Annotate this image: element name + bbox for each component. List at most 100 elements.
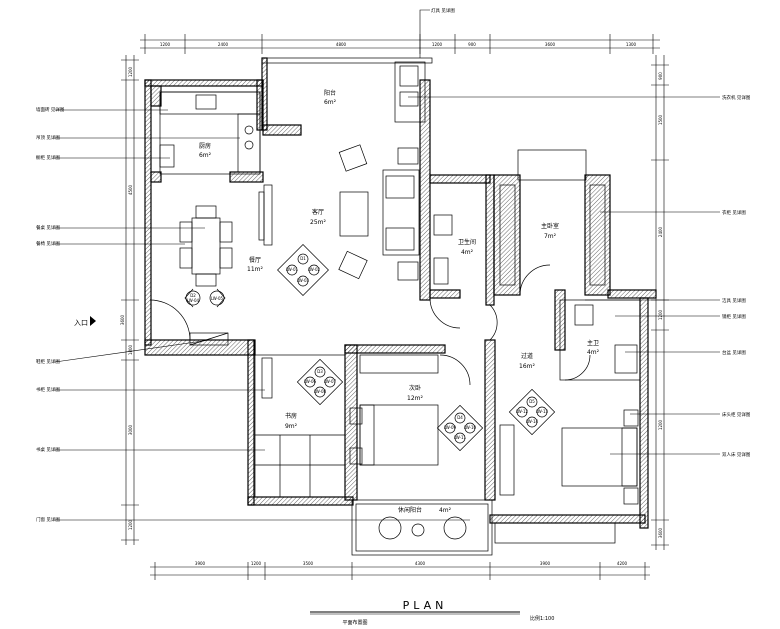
elevation-tag-3: D3 LW-06 LW-07 LW-08 [296,358,344,406]
room-area-balcony-top: 6m² [324,99,337,106]
room-labels: 厨房 6m² 阳台 6m² 客厅 25m² 餐厅 11m² 卫生间 4m² 主卧… [199,89,600,514]
tag4-label-3: LW-11 [454,435,467,440]
callout-right-2: 衣柜 见详图 [722,209,746,216]
room-area-master: 7m² [544,233,557,240]
interior-lines [149,61,641,540]
callout-right-3: 洁具 见详图 [722,297,746,304]
dim-bottom-3: 3500 [303,561,314,566]
dimension-top: 1200 2400 4800 1200 900 3600 1300 [140,34,660,54]
dim-left-4: 1800 [128,344,133,355]
callout-left-4: 餐桌 见详图 [36,224,60,231]
room-name-bed2: 次卧 [409,384,421,392]
dim-top-1: 1200 [160,42,171,47]
dim-left-3: 3600 [120,314,125,325]
dim-right-3: 2400 [658,226,663,237]
callouts-right: 洗衣机 见详图 衣柜 见详图 洁具 见详图 镜柜 见详图 台盆 见详图 床头柜 … [408,94,751,458]
dim-bottom-6: 4200 [617,561,628,566]
callout-left-7: 书柜 见详图 [36,386,60,393]
tag3-label-3: LW-08 [314,389,327,394]
tag1-label-3: LW-03 [297,278,310,283]
room-area-bath2: 4m² [587,349,600,356]
dimension-right: 900 1500 2400 1200 1200 3600 [651,55,669,550]
callout-left-5: 餐椅 见详图 [36,240,60,247]
plan-title: PLAN [403,599,448,612]
dim-top-7: 1300 [626,42,637,47]
room-area-living: 25m² [310,219,326,226]
callout-right-7: 双人床 见详图 [722,451,751,458]
dim-bottom-4: 4300 [415,561,426,566]
dim-bottom-2: 1200 [251,561,262,566]
plan-title-block: PLAN 平面布置图 比例1:100 [310,599,554,626]
callout-top: 灯具 见详图 [419,7,455,58]
entry-marker: 入口 [74,316,96,327]
dim-right-2: 1500 [658,114,663,125]
elevation-tags: D1 LW-01 LW-02 LW-03 D2 LW-04 LW-05 D3 L… [184,244,556,452]
plan-scale: 比例1:100 [530,615,554,622]
callout-left-1: 墙面砖 见详图 [36,106,65,113]
room-name-bath2: 主卫 [587,339,599,347]
tag3-label-2: LW-07 [324,379,337,384]
elevation-tag-4: D4 LW-09 LW-10 LW-11 [436,404,484,452]
callout-right-5: 台盆 见详图 [722,349,746,356]
tag4-label-2: LW-10 [464,425,477,430]
elevation-tag-5: D5 LW-12 LW-13 LW-14 [508,388,556,436]
tag1-label-2: LW-02 [308,267,321,272]
dim-right-4: 1200 [658,309,663,320]
walls [144,57,657,556]
dim-top-5: 900 [468,42,476,47]
tag4-label-0: D4 [457,415,463,420]
dim-left-6: 1200 [128,519,133,530]
room-name-living: 客厅 [312,208,324,216]
dim-bottom-5: 3900 [540,561,551,566]
callout-top-1: 灯具 见详图 [431,7,455,14]
dimension-bottom: 3900 1200 3500 4300 3900 4200 [150,561,650,580]
dim-left-5: 3000 [128,424,133,435]
dim-top-3: 4800 [336,42,347,47]
tag3-label-1: LW-06 [304,379,317,384]
entry-arrow-icon [90,316,96,326]
dim-right-6: 3600 [658,527,663,538]
elevation-tag-2: D2 LW-04 LW-05 [184,288,226,308]
room-area-balcony-bottom: 4m² [439,507,452,514]
room-area-kitchen: 6m² [199,152,212,159]
room-name-kitchen: 厨房 [199,142,211,150]
dim-right-1: 900 [658,72,663,80]
callout-left-8: 书桌 见详图 [36,446,60,453]
callout-left-2: 吊顶 见详图 [36,134,60,141]
dimension-left: 1200 4500 3600 1800 3000 1200 [120,55,139,545]
tag4-label-1: LW-09 [444,425,457,430]
callout-right-1: 洗衣机 见详图 [722,94,751,101]
room-area-bath1: 4m² [461,249,474,256]
elevation-tag-1: D1 LW-01 LW-02 LW-03 [277,244,329,296]
dim-right-5: 1200 [658,419,663,430]
callouts-left: 墙面砖 见详图 吊顶 见详图 橱柜 见详图 餐桌 见详图 餐椅 见详图 鞋柜 见… [36,106,470,523]
tag5-label-3: LW-14 [526,419,539,424]
tag2-label-0: D2 [190,293,196,298]
room-area-hall: 16m² [519,363,535,370]
plan-subtitle: 平面布置图 [342,619,367,626]
callout-left-6: 鞋柜 见详图 [36,358,60,365]
entry-label: 入口 [74,319,88,327]
callout-right-4: 镜柜 见详图 [722,313,746,320]
dim-top-2: 2400 [218,42,229,47]
tag5-label-0: D5 [529,399,535,404]
room-name-bath1: 卫生间 [458,238,476,246]
room-name-master: 主卧室 [541,222,559,230]
room-name-dining: 餐厅 [249,256,261,264]
tag5-label-2: LW-13 [536,409,549,414]
room-area-dining: 11m² [247,266,263,273]
tag1-label-1: LW-01 [286,267,299,272]
tag1-label-0: D1 [300,256,306,261]
room-name-balcony-top: 阳台 [324,89,336,97]
dim-top-4: 1200 [432,42,443,47]
tag2-label-2: LW-05 [211,296,224,301]
dim-top-6: 3600 [545,42,556,47]
room-name-hall: 过道 [521,352,533,360]
room-name-balcony-bottom: 休闲阳台 [398,506,422,514]
dim-left-1: 1200 [128,66,133,77]
dim-left-2: 4500 [128,184,133,195]
callout-left-9: 门窗 见详图 [36,516,60,523]
dim-bottom-1: 3900 [195,561,206,566]
room-area-study: 9m² [285,423,298,430]
